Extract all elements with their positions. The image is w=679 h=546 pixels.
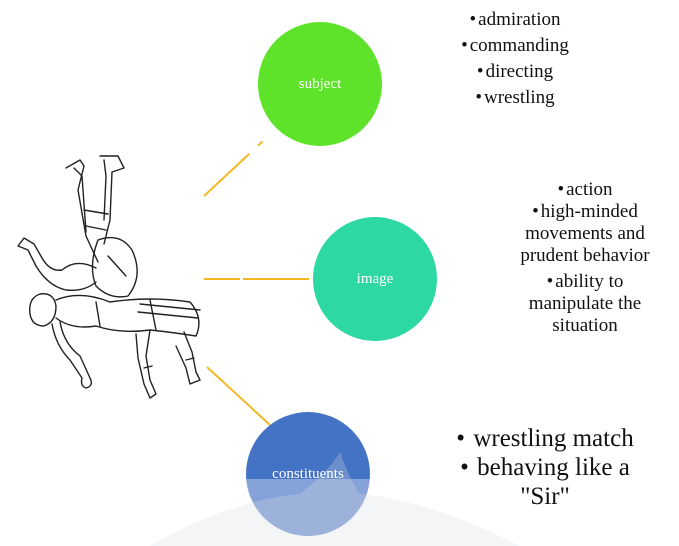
node-subject: subject (258, 22, 382, 146)
list-item: •ability to manipulate the situation (528, 271, 642, 336)
bullet-icon: • (460, 454, 469, 481)
connector-constituents (206, 366, 271, 426)
image-attribute-list: •action •high-minded movements and prude… (490, 179, 679, 337)
node-constituents-watermark-overlay (246, 478, 370, 536)
list-item: •directing (430, 59, 600, 85)
list-item: • wrestling match (456, 425, 634, 452)
list-item: •action (557, 179, 613, 200)
node-constituents-label: constituents (272, 465, 344, 482)
wrestler-bottom-leg-left (135, 329, 157, 399)
wrestlers-illustration-icon (17, 155, 201, 399)
list-item: • behaving like a "Sir" (460, 454, 630, 510)
connector-subject (203, 128, 277, 197)
list-item: •commanding (430, 33, 600, 59)
wrestler-top-body (91, 236, 138, 298)
wrestler-top-leg-left (65, 159, 99, 263)
bullet-icon: • (461, 35, 468, 56)
bullet-icon: • (557, 179, 565, 200)
node-image: image (313, 217, 437, 341)
node-image-label: image (356, 270, 394, 287)
wrestler-top-arm (17, 237, 97, 292)
subject-attribute-list: •admiration •commanding •directing •wres… (430, 7, 600, 111)
constituents-attribute-list: • wrestling match • behaving like a "Sir… (410, 424, 679, 511)
bullet-icon: • (475, 87, 482, 108)
wrestler-bottom-leg-right (175, 331, 201, 385)
list-item: •wrestling (430, 85, 600, 111)
node-constituents: constituents (246, 412, 370, 536)
bullet-icon: • (476, 61, 484, 82)
bullet-icon: • (456, 425, 466, 452)
node-subject-label: subject (298, 75, 342, 92)
bullet-icon: • (546, 271, 554, 292)
wrestler-bottom-arm (51, 321, 93, 389)
bullet-icon: • (469, 9, 477, 30)
list-item: •high-minded movements and prudent behav… (520, 201, 650, 266)
wrestler-bottom-body (55, 294, 200, 337)
wrestler-top-leg-right (99, 155, 125, 245)
bullet-icon: • (532, 201, 539, 222)
wrestler-bottom-head (29, 293, 57, 327)
list-item: •admiration (430, 7, 600, 33)
